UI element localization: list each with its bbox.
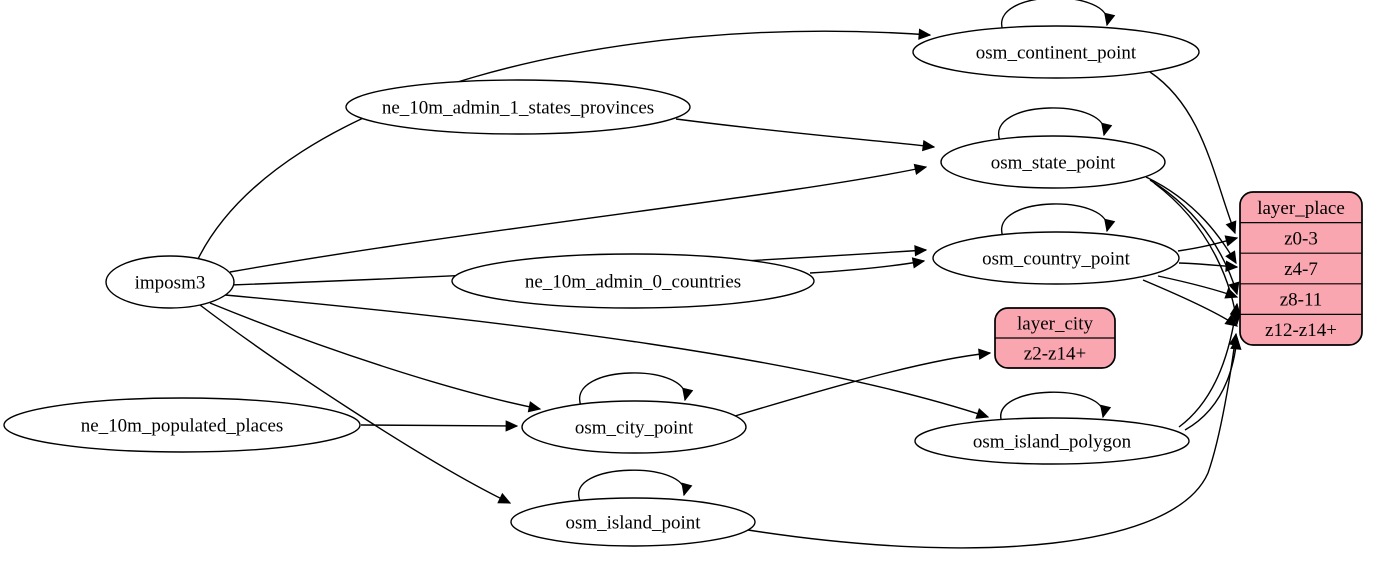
- edge-ne_10m_admin_1_states_provinces-to-osm_state_point: [675, 118, 934, 147]
- node-label-osm_state_point: osm_state_point: [991, 152, 1116, 173]
- node-imposm3: imposm3: [105, 255, 235, 309]
- node-osm_continent_point: osm_continent_point: [912, 25, 1200, 79]
- self-loop-edge-osm_city_point: [578, 372, 686, 407]
- node-ne_10m_admin_0_countries: ne_10m_admin_0_countries: [451, 253, 815, 309]
- node-label-osm_island_polygon: osm_island_polygon: [973, 431, 1132, 452]
- edge-osm_country_point-to-layer_place-z0-3: [1177, 238, 1237, 252]
- node-ne_10m_admin_1_states_provinces: ne_10m_admin_1_states_provinces: [345, 79, 691, 135]
- nodes-group: imposm3 ne_10m_admin_1_states_provincesne…: [3, 25, 1363, 547]
- edge-osm_island_polygon-to-layer_place-z8-11: [1178, 304, 1237, 428]
- node-label-osm_city_point: osm_city_point: [575, 417, 694, 438]
- node-osm_city_point: osm_city_point: [521, 400, 747, 454]
- edge-imposm3-to-osm_island_point: [199, 304, 510, 504]
- node-osm_state_point: osm_state_point: [940, 135, 1166, 189]
- edge-imposm3-to-osm_state_point: [229, 167, 926, 273]
- edge-imposm3-to-osm_island_polygon: [224, 294, 988, 417]
- node-osm_island_polygon: osm_island_polygon: [914, 417, 1190, 465]
- edge-osm_continent_point-to-layer_place-z0-3: [1149, 71, 1235, 233]
- record-row-layer_place-z12-z14+: z12-z14+: [1265, 320, 1337, 341]
- record-header-layer_city: layer_city: [1017, 313, 1093, 334]
- node-label-ne_10m_admin_1_states_provinces: ne_10m_admin_1_states_provinces: [382, 97, 654, 118]
- node-layer_place: layer_place z0-3 z4-7 z8-11 z12-z14+: [1239, 191, 1363, 346]
- node-label-osm_continent_point: osm_continent_point: [976, 42, 1137, 63]
- edge-ne_10m_populated_places-to-osm_city_point: [360, 425, 517, 426]
- edge-osm_island_polygon-to-layer_place-z12-z14+: [1184, 338, 1237, 431]
- record-row-layer_place-z8-11: z8-11: [1280, 290, 1323, 311]
- self-loop-edge-osm_continent_point: [1000, 0, 1108, 32]
- edges-group: [197, 0, 1237, 549]
- node-label-osm_country_point: osm_country_point: [982, 248, 1130, 269]
- edge-osm_country_point-to-layer_place-z4-7: [1178, 263, 1237, 267]
- record-row-layer_city-z2-z14+: z2-z14+: [1024, 343, 1086, 364]
- self-loop-edge-osm_island_polygon: [1000, 391, 1104, 424]
- node-ne_10m_populated_places: ne_10m_populated_places: [3, 397, 361, 453]
- self-loop-edge-osm_island_point: [577, 469, 685, 502]
- edge-osm_country_point-to-layer_place-z12-z14+: [1142, 279, 1237, 326]
- edge-osm_state_point-to-layer_place-z8-11: [1149, 179, 1237, 294]
- edge-osm_city_point-to-layer_city-z2-z14+: [734, 353, 990, 417]
- node-label-ne_10m_populated_places: ne_10m_populated_places: [81, 415, 284, 436]
- node-osm_island_point: osm_island_point: [510, 497, 756, 547]
- record-row-layer_place-z4-7: z4-7: [1284, 259, 1318, 280]
- node-label-ne_10m_admin_0_countries: ne_10m_admin_0_countries: [525, 271, 741, 292]
- node-label-imposm3: imposm3: [135, 272, 206, 293]
- edge-ne_10m_admin_0_countries-to-osm_country_point: [809, 261, 924, 274]
- record-row-layer_place-z0-3: z0-3: [1284, 228, 1318, 249]
- edge-osm_state_point-to-layer_place-z4-7: [1145, 176, 1236, 263]
- edge-osm_island_point-to-layer_place-z12-z14+: [747, 334, 1236, 549]
- edge-imposm3-to-osm_continent_point: [197, 31, 930, 260]
- node-label-osm_island_point: osm_island_point: [565, 512, 701, 533]
- self-loop-edge-osm_state_point: [997, 107, 1105, 142]
- record-header-layer_place: layer_place: [1257, 198, 1345, 219]
- edge-osm_country_point-to-layer_place-z8-11: [1157, 275, 1237, 297]
- node-osm_country_point: osm_country_point: [932, 231, 1180, 285]
- self-loop-edge-osm_country_point: [1000, 203, 1108, 238]
- node-layer_city: layer_city z2-z14+: [994, 307, 1116, 369]
- edge-imposm3-to-osm_city_point: [209, 302, 540, 409]
